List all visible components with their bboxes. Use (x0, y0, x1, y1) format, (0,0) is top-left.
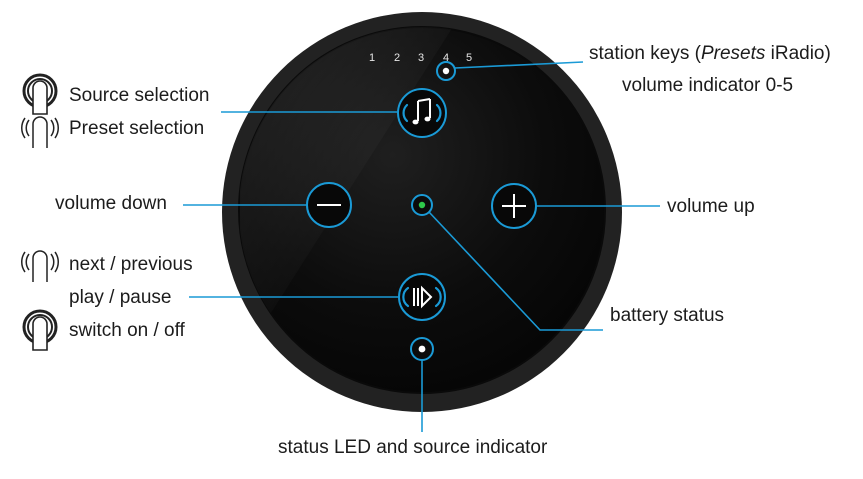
preset-number-1: 1 (369, 52, 375, 64)
callout-battery-status (428, 211, 603, 331)
preset-number-5: 5 (466, 52, 472, 64)
music-note-icon (412, 98, 431, 125)
preset-number-3: 3 (418, 52, 424, 64)
label-preset-selection: Preset selection (69, 118, 205, 139)
play-pause-icon (413, 285, 433, 309)
preset-numbers: 1 2 3 4 5 (369, 52, 472, 64)
status-led (410, 337, 434, 361)
finger-short-press-icon (21, 250, 59, 282)
label-battery-status: battery status (610, 305, 725, 326)
label-next-previous: next / previous (69, 254, 193, 275)
finger-long-press-icon (22, 73, 58, 115)
plus-icon (502, 194, 526, 218)
volume-up-button[interactable] (491, 183, 537, 229)
source-button[interactable] (397, 88, 447, 138)
label-switch-on-off: switch on / off (69, 320, 185, 341)
play-pause-button[interactable] (398, 273, 446, 321)
face-reflection (240, 27, 470, 330)
label-volume-indicator: volume indicator 0-5 (622, 75, 794, 96)
label-volume-up: volume up (667, 196, 755, 217)
label-play-pause: play / pause (69, 287, 172, 308)
finger-long-press-icon (22, 309, 58, 351)
preset-number-4: 4 (443, 52, 449, 64)
preset-number-2: 2 (394, 52, 400, 64)
volume-down-button[interactable] (306, 182, 352, 228)
preset-indicator-led (436, 61, 456, 81)
callout-station-keys (454, 61, 584, 69)
label-source-selection: Source selection (69, 85, 210, 106)
battery-status-led (411, 194, 433, 216)
finger-short-press-icon (21, 116, 59, 148)
label-station-keys: station keys (Presets iRadio) (589, 43, 831, 64)
label-volume-down: volume down (55, 193, 167, 214)
callout-lines (183, 61, 660, 432)
label-status-led: status LED and source indicator (278, 437, 548, 458)
